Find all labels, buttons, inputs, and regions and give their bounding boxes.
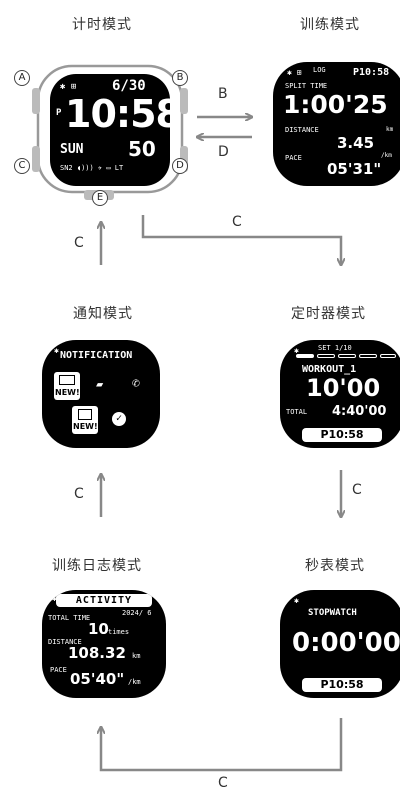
- date-display: 6/30: [112, 78, 146, 94]
- timer-screen: ✱ SET 1/10 WORKOUT_1 10'00 TOTAL 4:40'00…: [280, 340, 400, 448]
- new-badge-mail: NEW!: [55, 388, 80, 397]
- pace-value: 05'40": [70, 670, 125, 688]
- stopwatch-value: 0:00'00: [292, 628, 400, 658]
- seconds-display: 50: [128, 137, 156, 161]
- pace-label: PACE: [50, 666, 67, 674]
- pace-unit: /km: [128, 678, 141, 686]
- label-c-left-upper: C: [74, 235, 84, 251]
- timer-bottom-time: P10:58: [302, 428, 382, 442]
- arrow-c-bottom: [101, 718, 343, 772]
- calendar-icon: NEW!: [72, 406, 98, 434]
- mail-icon: NEW!: [54, 372, 80, 400]
- notification-screen: ✱ NOTIFICATION NEW! ▰ ✆ NEW! ✓: [42, 340, 160, 448]
- title-timer: 定时器模式: [291, 306, 366, 322]
- title-activity: 训练日志模式: [52, 558, 142, 574]
- pace-value: 05'31": [327, 160, 382, 178]
- bluetooth-icon: ✱: [52, 594, 57, 603]
- arrow-c-top: [141, 215, 341, 265]
- button-b[interactable]: B: [172, 70, 188, 86]
- notification-header: NOTIFICATION: [60, 350, 133, 361]
- label-b: B: [218, 86, 228, 102]
- workout-name: WORKOUT_1: [302, 364, 357, 375]
- training-top-time: P10:58: [353, 67, 390, 78]
- button-c[interactable]: C: [14, 158, 30, 174]
- times-unit: times: [108, 628, 130, 636]
- set-indicator: SET 1/10: [318, 344, 352, 352]
- times-value: 10: [88, 620, 109, 638]
- total-value: 4:40'00: [332, 404, 387, 419]
- new-badge-calendar: NEW!: [73, 422, 98, 431]
- pace-unit: /km: [381, 152, 392, 159]
- status-icons: SN2 ◖))) ✈ ▭ LT: [60, 164, 124, 172]
- pm-indicator: P: [56, 108, 62, 118]
- activity-screen: ✱ ACTIVITY 2024/ 6 TOTAL TIME 10 times D…: [42, 590, 166, 698]
- bluetooth-icon: ✱ ⊞: [60, 82, 77, 92]
- total-time-label: TOTAL TIME: [48, 614, 91, 622]
- label-d: D: [218, 144, 229, 160]
- title-stopwatch: 秒表模式: [305, 558, 365, 574]
- bluetooth-icon: ✱: [294, 596, 299, 605]
- stopwatch-header: STOPWATCH: [308, 608, 357, 618]
- bluetooth-icon: ✱: [294, 346, 299, 355]
- distance-unit: km: [386, 126, 394, 133]
- activity-date: 2024/ 6: [122, 609, 152, 617]
- label-c-bottom: C: [218, 775, 228, 791]
- button-d[interactable]: D: [172, 158, 188, 174]
- distance-value: 3.45: [337, 134, 375, 152]
- chat-icon: ▰: [96, 377, 104, 391]
- split-time-value: 1:00'25: [283, 90, 388, 119]
- button-e[interactable]: E: [92, 190, 108, 206]
- split-time-label: SPLIT TIME: [285, 82, 328, 90]
- distance-label: DISTANCE: [48, 638, 82, 646]
- bluetooth-icon: ✱ ⊞: [287, 68, 302, 77]
- training-screen: ✱ ⊞ LOG P10:58 SPLIT TIME 1:00'25 DISTAN…: [273, 62, 400, 186]
- button-a[interactable]: A: [14, 70, 30, 86]
- timekeeping-watch: A B C D E ✱ ⊞ 6/30 P 10:58 SUN 50 SN2 ◖)…: [14, 58, 200, 210]
- day-display: SUN: [60, 142, 84, 157]
- distance-value: 108.32: [68, 644, 126, 662]
- set-progress: [296, 354, 396, 359]
- distance-unit: km: [132, 652, 141, 660]
- phone-icon: ✆: [132, 376, 140, 391]
- label-c-left-lower: C: [74, 486, 84, 502]
- time-display: 10:58: [65, 92, 170, 136]
- activity-header: ACTIVITY: [56, 594, 152, 607]
- stopwatch-screen: ✱ STOPWATCH 0:00'00 P10:58: [280, 590, 400, 698]
- pace-label: PACE: [285, 154, 302, 162]
- total-label: TOTAL: [286, 408, 308, 416]
- stopwatch-bottom-time: P10:58: [302, 678, 382, 692]
- title-notification: 通知模式: [73, 306, 133, 322]
- log-indicator: LOG: [313, 66, 326, 74]
- title-timekeeping: 计时模式: [72, 17, 132, 33]
- check-icon: ✓: [112, 412, 126, 426]
- timekeeping-screen: ✱ ⊞ 6/30 P 10:58 SUN 50 SN2 ◖))) ✈ ▭ LT: [50, 74, 170, 186]
- label-c-top: C: [232, 214, 242, 230]
- distance-label: DISTANCE: [285, 126, 319, 134]
- title-training: 训练模式: [300, 17, 360, 33]
- bluetooth-icon: ✱: [54, 346, 59, 355]
- timer-value: 10'00: [306, 374, 381, 402]
- label-c-right: C: [352, 482, 362, 498]
